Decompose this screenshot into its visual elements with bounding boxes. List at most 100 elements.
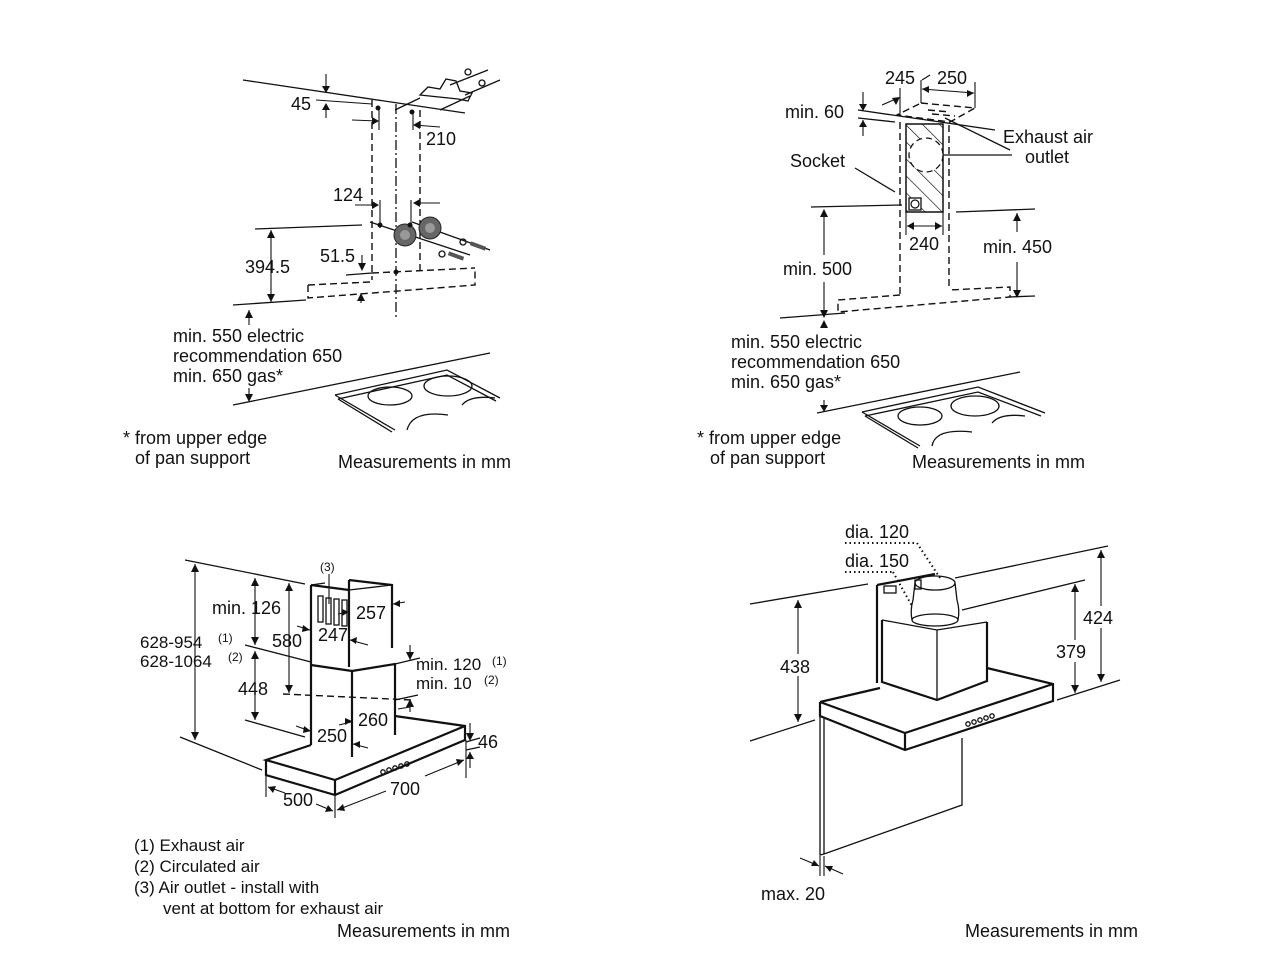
screw-line [439,95,471,111]
hob-icon [861,386,1046,449]
dia150-leader [892,571,913,607]
dim-min450-label: min. 450 [983,237,1052,257]
screw-icon [469,241,487,251]
clearance-line-1: min. 550 electric [731,332,862,352]
vent-slot-icon [317,595,324,623]
arrow-icon [922,86,929,93]
arrow-icon [1013,290,1021,298]
ref-line [244,719,306,738]
dim-250-label: 250 [317,726,347,746]
hob-line [232,352,491,406]
arrow-icon [892,97,900,105]
arrow-icon [322,86,330,93]
dim-dia120-label: dia. 120 [845,522,909,542]
arrow-icon [345,718,352,725]
dim-max20-label: max. 20 [761,884,825,904]
dim-range2-sup: (2) [228,650,243,664]
arrow-icon [935,222,942,230]
screw-axis [369,221,471,256]
clearance-line-3: min. 650 gas* [731,372,841,392]
dim-min500-label: min. 500 [783,259,852,279]
arrow-icon [794,600,802,608]
dim-min10-sup: (2) [484,673,499,687]
arrow-icon [406,652,414,660]
units-label: Measurements in mm [337,921,510,941]
back-panel [819,716,963,856]
dim-247-label: 247 [318,625,348,645]
arrow-icon [1013,213,1021,221]
dim-124-label: 124 [333,185,363,205]
footnote-line-1: * from upper edge [123,428,267,448]
ref-line-top [254,224,363,230]
back-plate [875,572,936,683]
arrow-icon [820,320,828,328]
dim-range2-label: 628-1064 [140,652,212,671]
ref-line [244,644,312,663]
vent-slot-icon [333,598,340,626]
upper-chimney [309,578,394,667]
arrow-icon [413,121,420,129]
arrow-icon [353,741,360,748]
arrow-icon [251,651,259,659]
dia120-leader [916,542,941,579]
dim-394-label: 394.5 [245,257,290,277]
dim-min10-label: min. 10 [416,674,472,693]
arrow-icon [245,394,253,402]
ref-line [1056,679,1121,701]
dim-580-label: 580 [272,631,302,651]
dim-240-label: 240 [909,234,939,254]
ceiling-line [242,79,466,114]
dim-250-line [921,88,975,94]
legend-item-1: (1) Exhaust air [134,836,245,855]
dim-range1-sup: (1) [218,631,233,645]
dim-min126-label: min. 126 [212,598,281,618]
exhaust-label-2: outlet [1025,147,1069,167]
ref-line-bottom [232,299,307,306]
clearance-line-2: recommendation 650 [731,352,900,372]
ref-line-bottom [1007,295,1036,298]
clearance-line-2: recommendation 650 [173,346,342,366]
arrow-icon [859,104,867,111]
diagram-wall-units: dia. 120 dia. 150 438 379 424 max. 20 Me… [749,522,1138,941]
dim-700-label: 700 [390,779,420,799]
arrow-icon [325,805,333,812]
diagram-hood-dimensions: (3) 628-954 (1) 628-1064 (2) min. 126 [134,559,510,941]
dim-245-label: 245 [885,68,915,88]
arrow-icon [466,733,474,741]
arrow-icon [372,201,379,209]
dim-250-label: 250 [937,68,967,88]
outlet-grille-dashed [927,109,956,117]
clearance-line-1: min. 550 electric [173,326,304,346]
exhaust-label-1: Exhaust air [1003,127,1093,147]
arrow-icon [811,860,819,866]
arrow-icon [372,117,379,125]
legend-item-3-cont: vent at bottom for exhaust air [163,899,384,918]
dim-250-tick [921,74,931,81]
dim-438-label: 438 [780,657,810,677]
ceiling-line [857,109,996,131]
dim-min60-label: min. 60 [785,102,844,122]
screw-icon [447,251,465,261]
arrow-icon [1097,674,1105,682]
dim-448-label: 448 [238,679,268,699]
legend-item-2: (2) Circulated air [134,857,260,876]
arrow-icon [268,786,276,793]
ref-line-bottom [779,312,846,319]
arrow-icon [191,564,199,572]
arrow-icon [285,583,293,591]
hood-outline-dashed [371,267,476,274]
arrow-icon [322,103,330,110]
hob-icon [334,369,501,433]
ref-line [184,559,306,585]
motor-box [880,620,989,702]
dim-210-label: 210 [426,129,456,149]
label-bg [1082,606,1118,628]
ceiling-line [954,545,1109,579]
screw-line [464,79,501,96]
units-label: Measurements in mm [338,452,511,472]
arrow-icon [1097,550,1105,558]
bracket-icon [418,78,473,102]
arrow-icon [358,263,366,271]
ref-line [465,737,481,743]
